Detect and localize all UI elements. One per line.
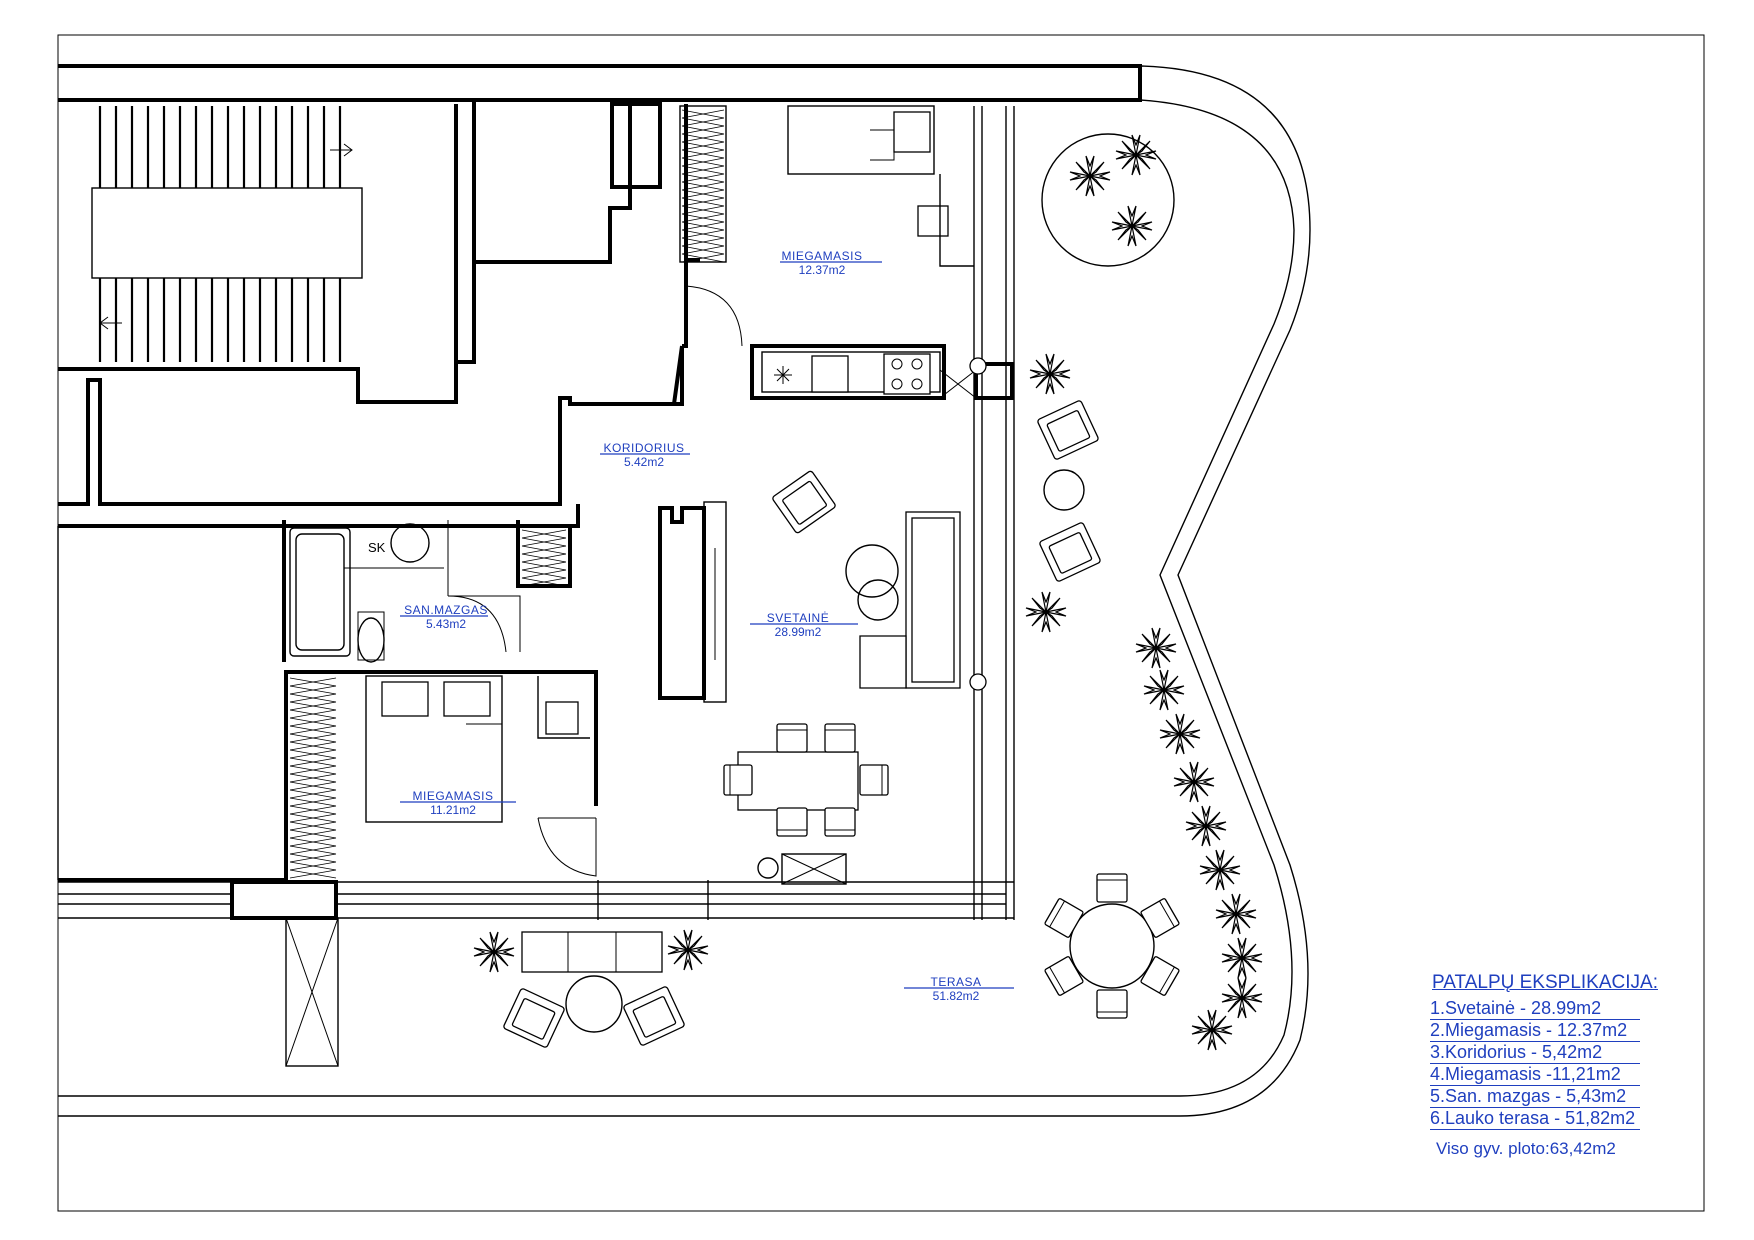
bathroom-fixtures bbox=[282, 520, 572, 663]
room-label-living: SVETAINĖ 28.99m2 bbox=[750, 611, 858, 639]
explication-item: 2.Miegamasis - 12.37m2 bbox=[1430, 1020, 1640, 1042]
svg-text:MIEGAMASIS: MIEGAMASIS bbox=[781, 249, 862, 263]
bedroom-top-furniture bbox=[679, 105, 974, 347]
living-furniture bbox=[723, 469, 961, 885]
explication-item: 1.Svetainė - 28.99m2 bbox=[1430, 998, 1640, 1020]
svg-text:5.43m2: 5.43m2 bbox=[426, 617, 466, 631]
room-label-terrace: TERASA 51.82m2 bbox=[904, 975, 1014, 1003]
room-label-corridor: KORIDORIUS 5.42m2 bbox=[600, 441, 690, 469]
svg-text:5.42m2: 5.42m2 bbox=[624, 455, 664, 469]
terrace-furniture bbox=[473, 133, 1263, 1051]
explication-item: 6.Lauko terasa - 51,82m2 bbox=[1430, 1108, 1640, 1130]
explication-total: Viso gyv. ploto:63,42m2 bbox=[1436, 1139, 1616, 1158]
svg-text:11.21m2: 11.21m2 bbox=[430, 803, 476, 817]
svg-text:KORIDORIUS: KORIDORIUS bbox=[603, 441, 684, 455]
svg-text:28.99m2: 28.99m2 bbox=[775, 625, 822, 639]
svg-text:TERASA: TERASA bbox=[930, 975, 981, 989]
stairwell bbox=[91, 106, 363, 362]
svg-text:12.37m2: 12.37m2 bbox=[799, 263, 846, 277]
svg-text:MIEGAMASIS: MIEGAMASIS bbox=[412, 789, 493, 803]
explication-item: 4.Miegamasis -11,21m2 bbox=[1430, 1064, 1640, 1086]
explication-list: 1.Svetainė - 28.99m2 2.Miegamasis - 12.3… bbox=[1430, 998, 1658, 1130]
explication-item: 3.Koridorius - 5,42m2 bbox=[1430, 1042, 1640, 1064]
room-explication: PATALPŲ EKSPLIKACIJA: 1.Svetainė - 28.99… bbox=[1430, 972, 1658, 1159]
bedroom-bottom-furniture bbox=[289, 675, 597, 879]
room-label-bedroom-bottom: MIEGAMASIS 11.21m2 bbox=[400, 789, 516, 817]
explication-item: 5.San. mazgas - 5,43m2 bbox=[1430, 1086, 1640, 1108]
explication-title: PATALPŲ EKSPLIKACIJA: bbox=[1432, 972, 1658, 993]
svg-text:51.82m2: 51.82m2 bbox=[933, 989, 980, 1003]
svg-text:SVETAINĖ: SVETAINĖ bbox=[767, 611, 829, 625]
room-label-bathroom: SAN.MAZGAS 5.43m2 SK bbox=[368, 540, 488, 631]
terrace-outline bbox=[58, 65, 1311, 1117]
svg-text:SAN.MAZGAS: SAN.MAZGAS bbox=[404, 603, 488, 617]
room-label-bedroom-top: MIEGAMASIS 12.37m2 bbox=[780, 249, 882, 277]
kitchen-counter bbox=[750, 344, 977, 400]
bathroom-sk-label: SK bbox=[368, 540, 386, 555]
